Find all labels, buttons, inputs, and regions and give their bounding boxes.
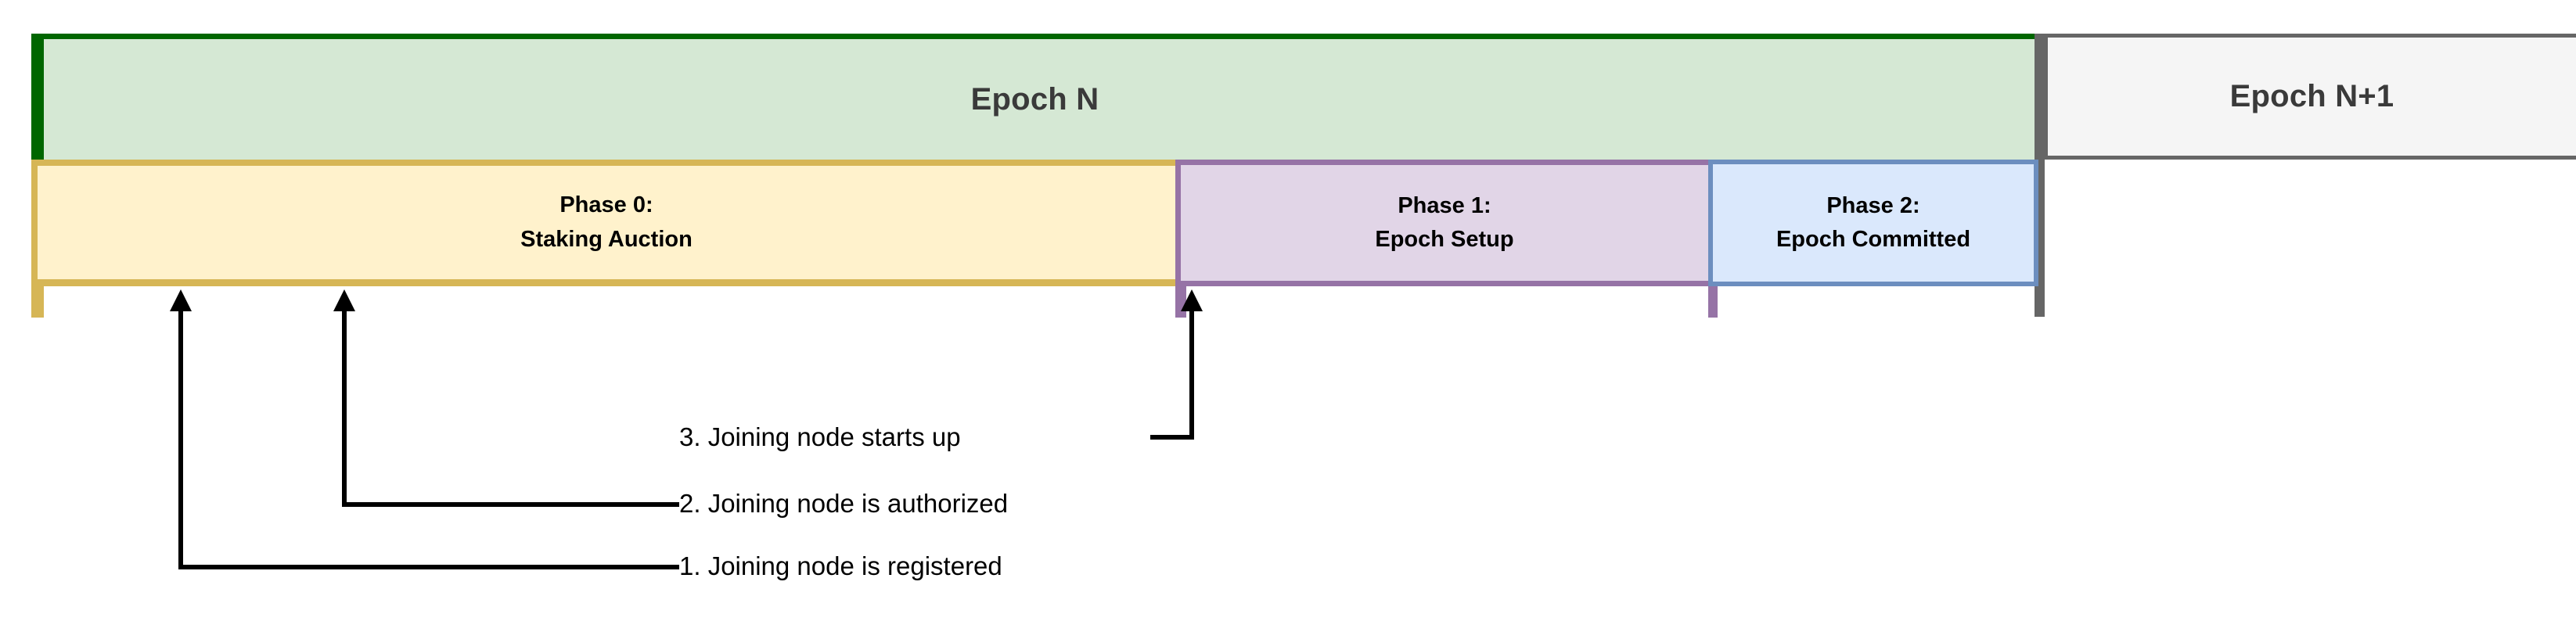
epoch-n-box: Epoch N — [31, 34, 2035, 160]
event-3-connector-horizontal — [1150, 435, 1194, 440]
epoch-n-plus-1-box: Epoch N+1 — [2044, 34, 2576, 160]
event-3-arrowhead-icon — [1181, 289, 1203, 311]
event-1-connector-vertical — [178, 310, 183, 569]
phase-0-line-2: Staking Auction — [520, 226, 693, 252]
annotation-event-2: 2. Joining node is authorized — [679, 489, 1009, 518]
event-3-connector-vertical — [1189, 310, 1194, 440]
annotation-event-1: 1. Joining node is registered — [679, 551, 1002, 580]
epoch-n-label: Epoch N — [970, 81, 1099, 117]
phase-2-boundary-tick — [1708, 286, 1718, 318]
phase-2-box: Phase 2: Epoch Committed — [1708, 160, 2038, 286]
annotation-event-3: 3. Joining node starts up — [679, 422, 961, 451]
event-2-connector-horizontal — [342, 502, 679, 507]
phase-1-box: Phase 1: Epoch Setup — [1175, 160, 1714, 286]
phase-1-line-2: Epoch Setup — [1375, 227, 1514, 252]
phase-0-box: Phase 0: Staking Auction — [31, 160, 1182, 286]
event-2-connector-vertical — [342, 310, 347, 507]
phase-0-line-1: Phase 0: — [559, 192, 653, 218]
event-1-connector-horizontal — [178, 565, 679, 569]
epoch-n-plus-1-label: Epoch N+1 — [2229, 79, 2394, 113]
phase-0-boundary-tick — [31, 286, 44, 318]
event-1-arrowhead-icon — [170, 289, 192, 311]
phase-2-line-2: Epoch Committed — [1775, 227, 1971, 252]
phase-1-line-1: Phase 1: — [1398, 192, 1491, 218]
event-2-arrowhead-icon — [333, 289, 355, 311]
phase-2-line-1: Phase 2: — [1826, 192, 1920, 218]
